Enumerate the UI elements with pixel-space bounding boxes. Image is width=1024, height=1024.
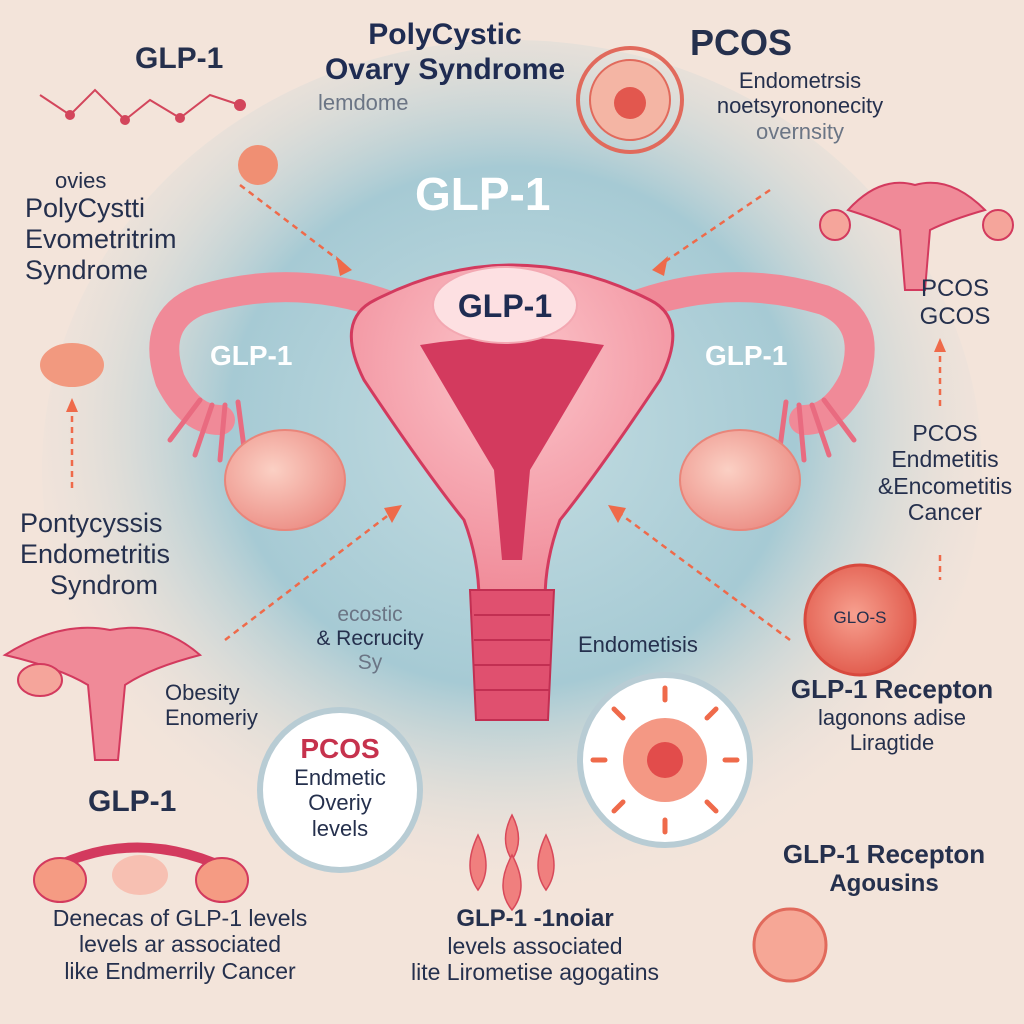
pcos-info-circle: [257, 707, 423, 873]
left-mid-line1: Pontycyssis: [20, 508, 163, 538]
arrowheads: [66, 256, 946, 523]
connector-arrows: [70, 184, 942, 642]
receptor-block: GLP-1 Recepton lagonons adise Liragtide: [762, 674, 1022, 756]
left-block-line3: Evometritrim: [25, 224, 177, 255]
right-mid-block: PCOS Endmetitis &Encometitis Cancer: [870, 420, 1020, 526]
left-mid-block: Pontycyssis Endometritis Syndrom: [20, 508, 170, 601]
right-mid-line2: Endmetitis: [891, 446, 999, 473]
left-block: ovies PolyCystti Evometritrim Syndrome: [25, 168, 177, 286]
right-tube-glp1-label: GLP-1: [705, 340, 788, 371]
circle-line2: Endmetic: [294, 765, 386, 791]
top-center-title: PolyCystic Ovary Syndrome: [300, 18, 590, 87]
bottom-center-line2: levels associated: [447, 932, 623, 959]
top-right-line2: noetsyrononecity: [716, 93, 884, 119]
left-block-line2: PolyCystti: [25, 193, 146, 224]
glos-cell-badge-icon: [803, 563, 917, 677]
receptor-line3: Liragtide: [849, 730, 935, 756]
pcos-circle-text: PCOS Endmetic Overiy levels: [270, 733, 410, 841]
left-mid-line2: Endometritis: [20, 539, 171, 570]
center-left-line1: ecostic: [337, 603, 403, 626]
top-center-title-line2: Ovary Syndrome: [324, 52, 566, 86]
center-right-label: Endometisis: [578, 632, 698, 657]
right-mid-line1: PCOS: [912, 420, 978, 446]
pcos-ovary-badge-icon: [576, 46, 684, 154]
obesity-line1: Obesity: [165, 680, 240, 705]
circle-line3: Overiy: [308, 790, 372, 816]
bottom-center-line1: GLP-1 -1noiar: [456, 905, 614, 932]
left-block-line1: ovies: [55, 168, 107, 193]
left-mid-line3: Syndrom: [50, 570, 159, 601]
top-center-title-line1: PolyCystic: [368, 18, 522, 51]
bottom-left-block: Denecas of GLP-1 levels levels ar associ…: [10, 905, 350, 984]
right-mid-line4: Cancer: [907, 499, 983, 526]
bottom-left-glp1-label: GLP-1: [88, 785, 177, 818]
main-uterus-illustration: [149, 263, 875, 721]
right-pcos-2: GCOS: [919, 302, 991, 330]
molecule-chain-icon: [39, 88, 246, 125]
bottom-center-block: GLP-1 -1noiar levels associated lite Lir…: [355, 905, 715, 985]
receptor2-line1: GLP-1 Recepton: [782, 839, 986, 869]
hormone-blob-icon: [238, 145, 278, 185]
center-left-line3: Sy: [357, 651, 383, 675]
small-uterus-top-right-icon: [819, 181, 1014, 291]
droplets-icon: [469, 813, 555, 912]
top-right-pcos-label: PCOS: [690, 22, 793, 63]
obesity-line2: Enomeriy: [165, 705, 258, 731]
top-right-block: Endometrsis noetsyrononecity overnsity: [680, 68, 920, 144]
center-left-block: ecostic & Recrucity Sy: [295, 603, 445, 675]
right-pcos-block: PCOS GCOS: [895, 275, 1015, 330]
receptor-line1: GLP-1 Recepton: [790, 674, 994, 704]
right-pcos-1: PCOS: [920, 275, 989, 302]
receptor2-line2: Agousins: [829, 869, 939, 897]
circle-line4: levels: [311, 815, 369, 841]
top-right-line3: overnsity: [755, 118, 845, 144]
ovary-cell-bottom-right-icon: [752, 907, 828, 983]
fundus-glp1-label: GLP-1: [457, 288, 553, 324]
bottom-left-line3: like Endmerrily Cancer: [64, 957, 296, 984]
glos-badge-label: GLO-S: [833, 608, 887, 627]
receptor-line2: lagonons adise: [817, 704, 966, 730]
pcos-cell-icon-left: [40, 343, 104, 387]
left-tube-glp1-label: GLP-1: [210, 340, 293, 371]
bottom-center-line3: lite Lirometise agogatins: [410, 959, 660, 986]
top-right-line1: Endometrsis: [738, 68, 862, 93]
obesity-block: Obesity Enomeriy: [165, 680, 258, 731]
right-mid-line3: &Encometitis: [877, 472, 1013, 499]
receptor-cell-circle-icon: [577, 672, 753, 848]
left-block-line4: Syndrome: [25, 255, 149, 286]
receptor2-block: GLP-1 Recepton Agousins: [748, 839, 1020, 897]
small-uterus-left-icon: [2, 626, 203, 761]
bottom-left-line2: levels ar associated: [79, 931, 281, 958]
bottom-left-line1: Denecas of GLP-1 levels: [52, 905, 308, 931]
center-left-line2: & Recrucity: [316, 627, 424, 651]
top-center-subtitle: lemdome: [318, 90, 409, 115]
center-glp1-title: GLP-1: [415, 168, 551, 220]
circle-pcos: PCOS: [300, 733, 380, 764]
top-left-glp1-label: GLP-1: [135, 42, 224, 75]
tube-ovary-bottom-left-icon: [33, 842, 249, 903]
